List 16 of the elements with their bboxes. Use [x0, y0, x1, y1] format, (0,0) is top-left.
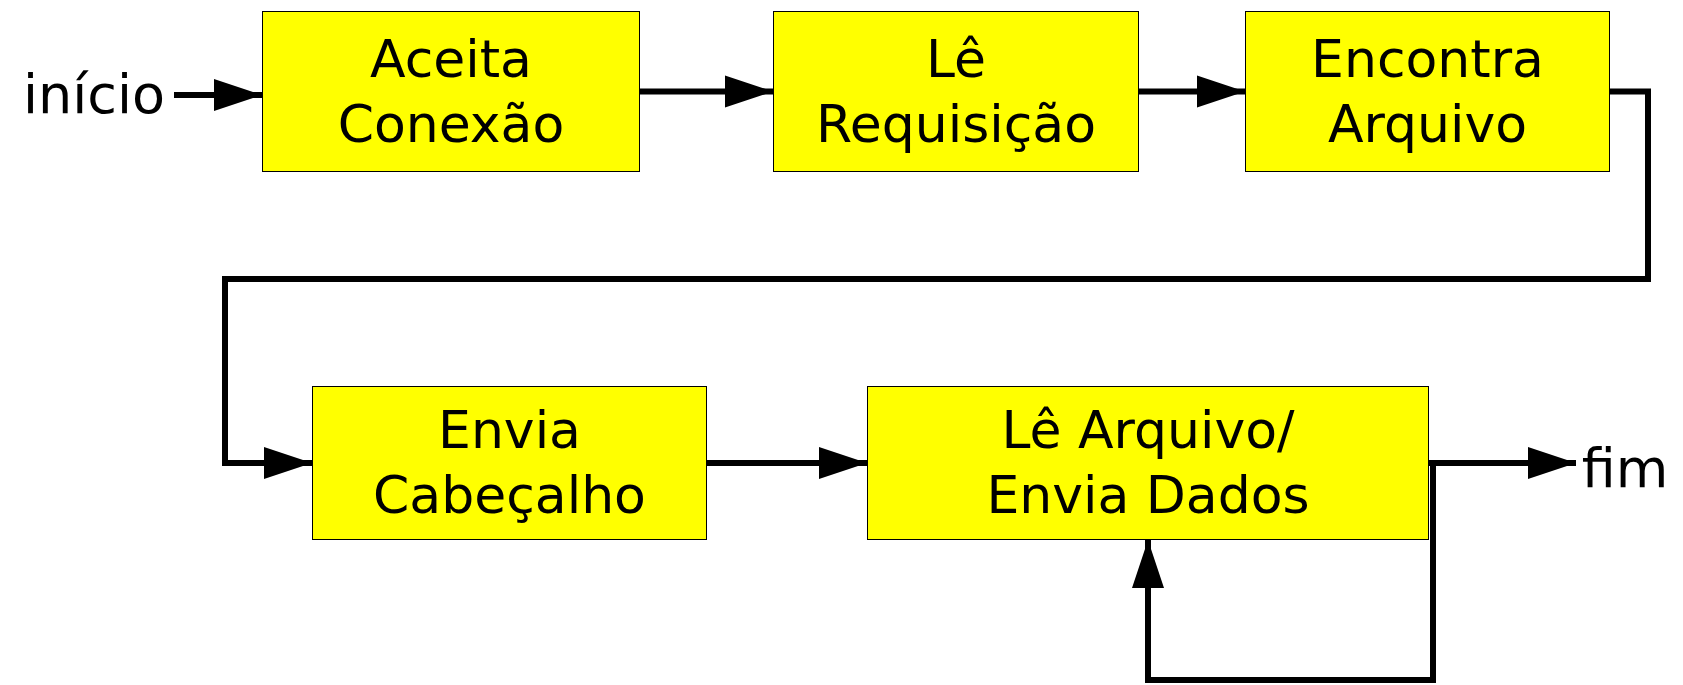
- arrow: [707, 447, 867, 479]
- process-box: [262, 11, 640, 172]
- process-box: [312, 386, 707, 540]
- arrow: [1139, 75, 1245, 108]
- box-label: Envia Cabeçalho: [372, 399, 647, 527]
- box-label: Aceita Conexão: [336, 27, 566, 156]
- process-box: [1245, 11, 1610, 172]
- arrow: [174, 79, 262, 111]
- box-label: Lê Arquivo/ Envia Dados: [985, 399, 1311, 527]
- process-box: [867, 386, 1429, 540]
- arrow: [640, 75, 773, 108]
- box-label: Encontra Arquivo: [1310, 27, 1545, 156]
- terminal-label: fim: [1572, 434, 1678, 504]
- box-label: Lê Requisição: [815, 27, 1097, 156]
- terminal-label: início: [8, 60, 180, 130]
- process-box: [773, 11, 1139, 172]
